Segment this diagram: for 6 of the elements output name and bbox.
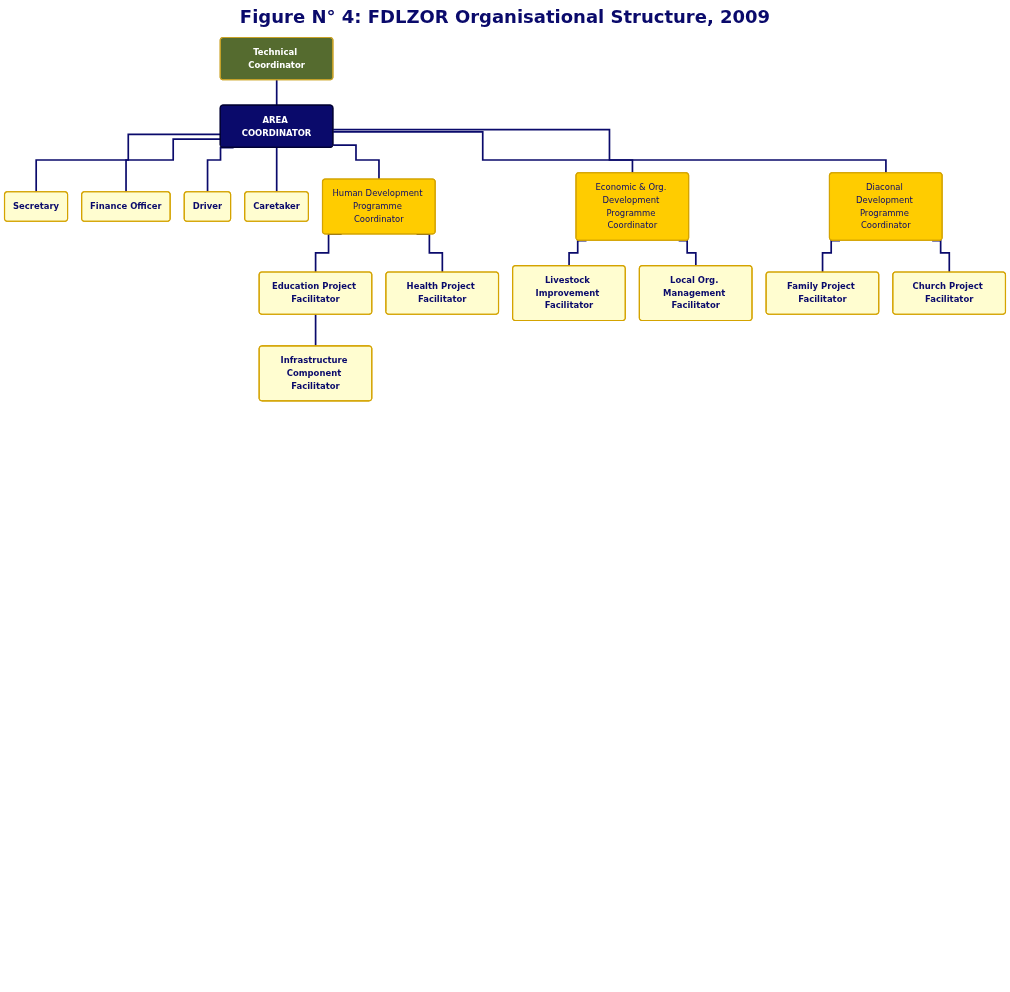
diagram-title: Figure N° 4: FDLZOR Organisational Structure, 2009 bbox=[238, 5, 772, 29]
connector bbox=[332, 144, 380, 181]
connector bbox=[275, 79, 278, 107]
connector bbox=[332, 128, 887, 174]
connector bbox=[275, 146, 278, 193]
connector bbox=[332, 131, 634, 174]
